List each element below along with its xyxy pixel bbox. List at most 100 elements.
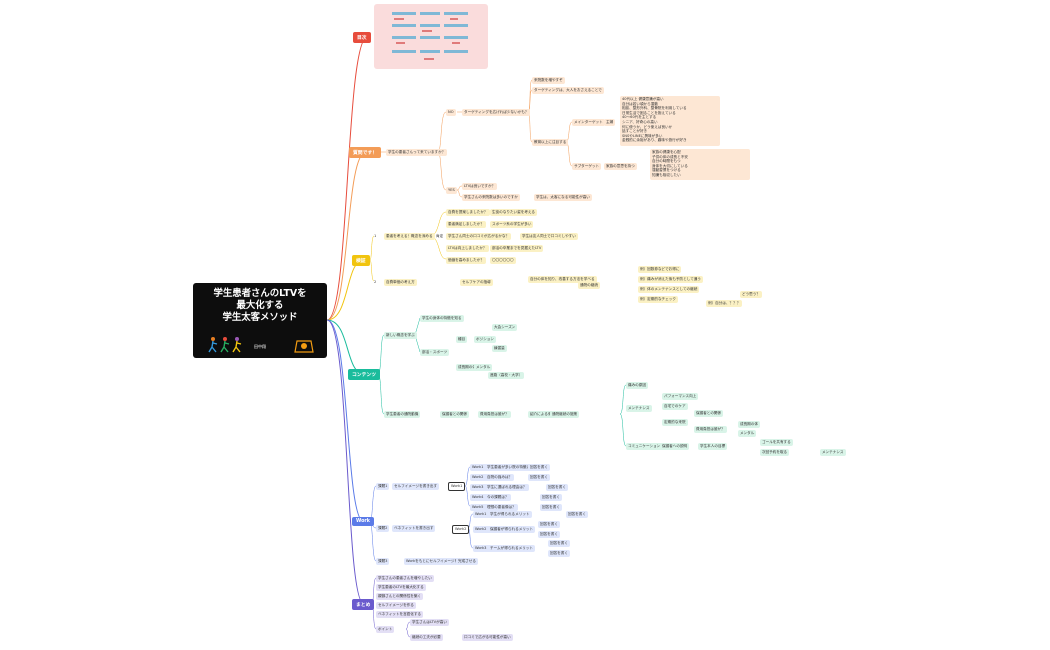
work-task-2-desc[interactable]: ベネフィットを書き出す (392, 525, 436, 532)
work-2-item-3[interactable]: Work3 チームが得られるメリット (473, 545, 535, 552)
work-1-item-4[interactable]: Work4 今の課題は？ (470, 494, 511, 501)
kenshou-item-4[interactable]: LTVは向上しましたか？ (446, 245, 489, 252)
no-answer-2[interactable]: ターゲティングは、大人をおさえることで (532, 87, 604, 94)
category-kenshou[interactable]: 検証 (352, 255, 370, 266)
work-1-answer-5[interactable]: 回答を書く (540, 504, 562, 511)
work-2-answer-4[interactable]: 回答を書く (548, 540, 570, 547)
kenshou-detail-2[interactable]: スポーツ系の学生が多い (490, 221, 534, 228)
kenshou-item-5[interactable]: 価値を高めましたか？ (446, 257, 486, 264)
matome-point-3[interactable]: 口コミで広がる可能性が高い (462, 634, 513, 641)
contents-node-4[interactable]: コミュニケーション (626, 443, 663, 450)
work-1-answer-1[interactable]: 回答を書く (528, 464, 550, 471)
contents-node-3[interactable]: 痛みの原因 (626, 382, 648, 389)
contents-node-2[interactable]: 学生患者の通院動機 (384, 411, 421, 418)
kenshou-example-6[interactable]: 例）自分は、？？？ (706, 300, 743, 307)
contents-node-2d[interactable]: 通院継続の施策 (550, 411, 580, 418)
kenshou-detail-3[interactable]: 学生は友人同士で口コミしやすい (520, 233, 578, 240)
kenshou-detail-1[interactable]: 生徒のなりたい姿を考える (490, 209, 538, 216)
kenshou-example-2[interactable]: 例）痛みが消えた後も予防として通う (638, 276, 703, 283)
no-node[interactable]: NO (446, 109, 456, 116)
kenshou-detail-2a[interactable]: 自分の体を知り、改善する方法を学べる (528, 276, 597, 283)
yes-item-1[interactable]: LTVは良いですか？ (462, 183, 498, 190)
matome-item-5[interactable]: ベネフィットを言語化する (376, 611, 424, 618)
contents-node-1b-5[interactable]: 成長期の体 (456, 364, 478, 371)
matome-point-2[interactable]: 継続の工夫が必要 (410, 634, 443, 641)
yes-node[interactable]: YES (446, 187, 457, 194)
contents-node-1b-6[interactable]: メンタル (474, 364, 493, 371)
yes-item-3[interactable]: 学生は、太客になる可能性が高い (534, 194, 592, 201)
contents-node-4a[interactable]: 保護者への説明 (660, 443, 690, 450)
kenshou-example-3[interactable]: 例）体のメンテナンスとしての継続 (638, 286, 700, 293)
work-2-box[interactable]: Work2 (452, 525, 470, 534)
work-task-2[interactable]: 課題2 (376, 525, 390, 532)
category-mokuji[interactable]: 目次 (353, 32, 371, 43)
no-answer-1[interactable]: 来院数を増やすぞ (532, 77, 565, 84)
contents-node-4d[interactable]: 次回予約を取る (760, 449, 790, 456)
contents-node-3g[interactable]: 成長期の体 (738, 421, 760, 428)
contents-node-1b-3[interactable]: 大会シーズン (492, 324, 518, 331)
kenshou-item-3[interactable]: 学生さん同士の口コミが広がるかな？ (446, 233, 512, 240)
category-matome[interactable]: まとめ (352, 599, 375, 610)
work-2-item-2[interactable]: Work2 保護者が得られるメリット (473, 526, 536, 533)
kenshou-item-1[interactable]: 自費を提案しましたか？ (446, 209, 490, 216)
contents-node-4b[interactable]: 学生本人の目標 (698, 443, 728, 450)
work-2-answer-2[interactable]: 回答を書く (538, 521, 560, 528)
work-1-item-1[interactable]: Work1 学生患者が多い院の特徴は？ (470, 464, 536, 471)
contents-node-3a[interactable]: メンテナンス (626, 405, 652, 412)
work-task-1-desc[interactable]: セルフイメージを書き出す (392, 483, 440, 490)
kenshou-detail-2b[interactable]: 通院の継続 (578, 282, 600, 289)
kenshou-example-4[interactable]: 例）定期的なチェック (638, 296, 678, 303)
central-topic-card[interactable]: 学生患者さんのLTVを 最大化する 学生太客メソッド 田中翔 (193, 283, 327, 358)
matome-item-1[interactable]: 学生さんの患者さんを増やしたい (376, 575, 434, 582)
matome-point[interactable]: ポイント (376, 626, 395, 633)
matome-item-2[interactable]: 学生患者のLTVを最大化する (376, 584, 426, 591)
work-2-answer-1[interactable]: 回答を書く (566, 511, 588, 518)
contents-node-4c[interactable]: ゴールを共有する (760, 439, 793, 446)
sub-target-note[interactable]: 家族の意思を持つ (604, 163, 637, 170)
kenshou-example-1[interactable]: 例）回数券などでお得に (638, 266, 682, 273)
contents-node-4e[interactable]: メンテナンス (820, 449, 846, 456)
contents-node-1b-7[interactable]: 進路（高校・大学） (488, 372, 525, 379)
kenshou-detail-5[interactable]: 〇〇〇〇〇〇 (490, 257, 516, 264)
matome-item-4[interactable]: セルフイメージを作る (376, 602, 416, 609)
category-contents[interactable]: コンテンツ (348, 369, 380, 380)
work-1-box[interactable]: Work1 (448, 482, 466, 491)
contents-node-2c[interactable]: 紹介による来院 (528, 411, 558, 418)
shufu-node[interactable]: 主婦 (604, 119, 616, 126)
contents-node-3h[interactable]: メンタル (738, 430, 757, 437)
contents-node-1a[interactable]: 学生の身体の特徴を知る (420, 315, 464, 322)
table-of-contents-thumbnail[interactable] (374, 4, 488, 69)
kenshou-question-1[interactable]: 患者を考える！概念を深める (384, 233, 435, 240)
work-1-item-2[interactable]: Work2 自院の強みは？ (470, 474, 515, 481)
work-1-item-3[interactable]: Work3 学生に選ばれる理由は？ (470, 484, 529, 491)
work-1-item-5[interactable]: Work5 理想の患者像は？ (470, 504, 518, 511)
work-task-3[interactable]: 課題3 (376, 558, 390, 565)
kenshou-branch-2[interactable]: セルフケアの指導 (460, 279, 493, 286)
category-shitsumon[interactable]: 質問です！ (349, 147, 381, 158)
contents-node-3c[interactable]: 自宅でのケア (662, 403, 688, 410)
category-work[interactable]: Work (352, 517, 374, 526)
work-task-3-result[interactable]: 完成させる (456, 558, 478, 565)
matome-point-1[interactable]: 学生さんはLTVが高い (410, 619, 449, 626)
yes-item-2[interactable]: 学生さんの来院数は多いのですか (462, 194, 520, 201)
contents-node-2b[interactable]: 費用負担は誰が？ (478, 411, 511, 418)
work-1-answer-4[interactable]: 回答を書く (540, 494, 562, 501)
contents-node-2a[interactable]: 保護者との関係 (440, 411, 470, 418)
kenshou-item-2[interactable]: 患者満足しましたか？ (446, 221, 486, 228)
contents-node-1[interactable]: 新しい概念を学ぶ (384, 332, 417, 339)
work-2-answer-3[interactable]: 回答を書く (538, 531, 560, 538)
no-question-node[interactable]: ターゲティングを広げれば少ないかも？ (462, 109, 531, 116)
kyoiku-node[interactable]: 教育以上に注目する (532, 139, 569, 146)
work-2-answer-5[interactable]: 回答を書く (548, 550, 570, 557)
work-1-answer-2[interactable]: 回答を書く (528, 474, 550, 481)
kenshou-example-5[interactable]: どう思う？ (740, 291, 762, 298)
work-1-answer-3[interactable]: 回答を書く (546, 484, 568, 491)
kenshou-detail-4[interactable]: 部活の卒業までを見据えたLTV (490, 245, 544, 252)
kenshou-question-2[interactable]: 自費単価の考え方 (384, 279, 417, 286)
contents-node-3d[interactable]: 定期的な来院 (662, 419, 688, 426)
contents-node-1b-2[interactable]: ポジション (474, 336, 496, 343)
main-target-node[interactable]: メインターゲット (572, 119, 605, 126)
work-task-1[interactable]: 課題1 (376, 483, 390, 490)
work-2-item-1[interactable]: Work1 学生が得られるメリット (473, 511, 532, 518)
contents-node-3f[interactable]: 費用負担は誰が？ (694, 426, 727, 433)
